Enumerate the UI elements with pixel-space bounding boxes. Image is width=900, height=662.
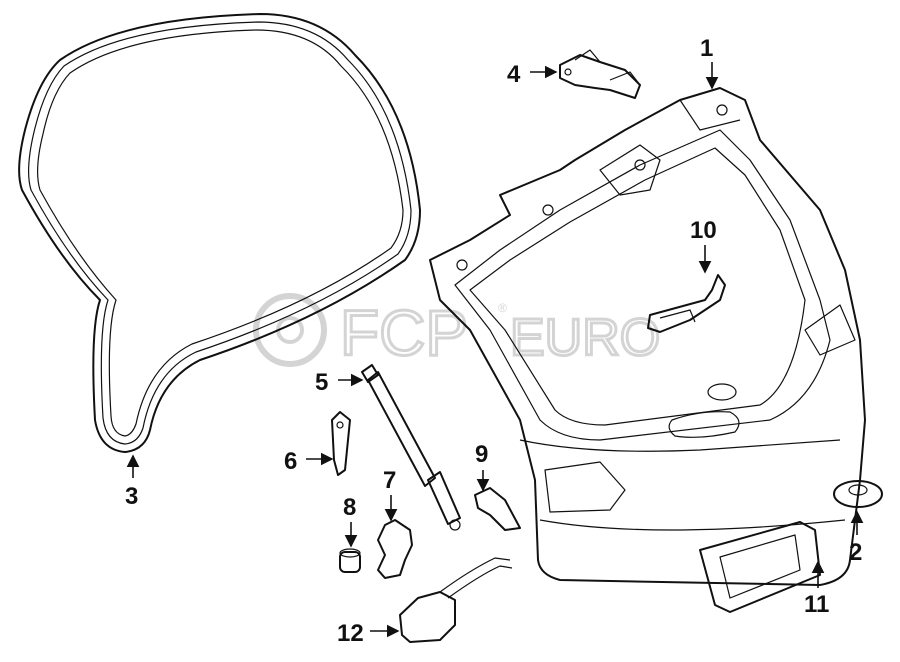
part-11-plate: [699, 521, 821, 613]
part-6-bracket: [331, 411, 351, 476]
part-2-grommet: [833, 480, 883, 508]
part-5-strut: [361, 364, 461, 531]
watermark-registered: ®: [498, 301, 507, 315]
callout-12: 12: [337, 620, 364, 647]
part-8-bumper: [339, 548, 361, 573]
part-1-liftgate: [429, 87, 866, 586]
part-9-bracket: [474, 487, 521, 531]
part-4-hinge: [559, 49, 641, 99]
callout-2: 2: [849, 539, 862, 566]
callout-9: 9: [475, 441, 488, 468]
part-3-weatherstrip: [18, 13, 421, 453]
part-12-latch: [399, 557, 513, 643]
callout-6: 6: [284, 448, 297, 475]
callout-5: 5: [315, 369, 328, 396]
callout-arrows: [126, 62, 864, 638]
callout-4: 4: [507, 61, 521, 88]
watermark-euro: EURO: [510, 309, 660, 367]
part-10-handle: [647, 274, 726, 333]
callout-3: 3: [125, 483, 138, 510]
part-7-bracket: [377, 519, 413, 579]
callout-11: 11: [804, 591, 829, 618]
callout-7: 7: [383, 467, 396, 494]
callout-10: 10: [690, 217, 717, 244]
watermark-logo: FCP EURO ®: [253, 293, 662, 371]
callout-1: 1: [700, 35, 713, 62]
callout-8: 8: [343, 494, 356, 521]
